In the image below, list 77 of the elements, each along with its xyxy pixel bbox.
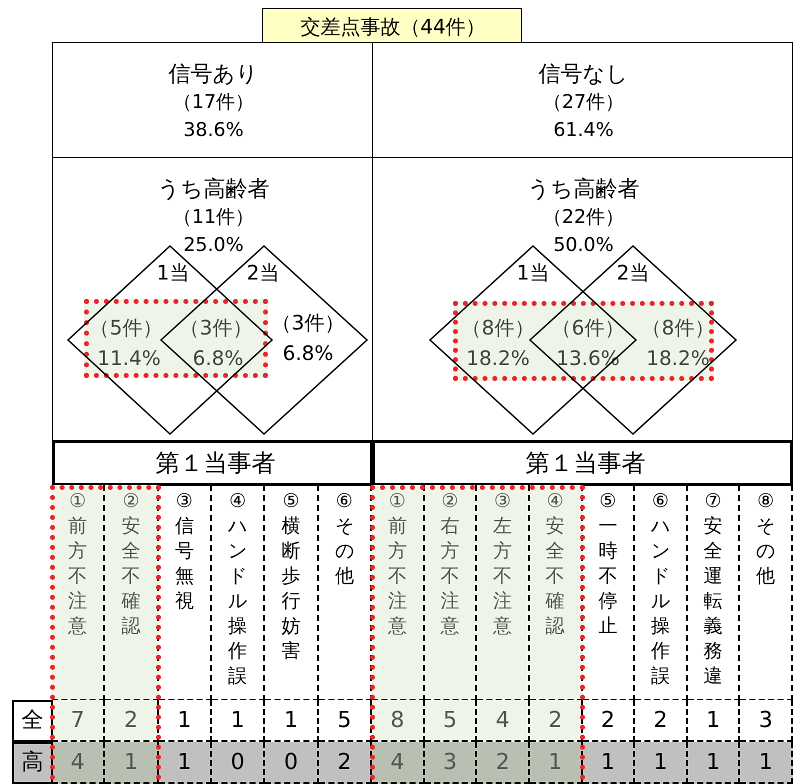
set-label: 2当 [616,260,650,286]
region-value: （3件） [180,314,252,342]
count-cell: 4 [477,700,530,742]
heading-text: ④安全不確認 [545,489,566,639]
count-cell: 1 [158,700,212,742]
count-cell: 3 [424,742,478,784]
count-cell: 8 [372,700,425,742]
count-cell: 1 [265,700,319,742]
set-label: 1当 [156,260,190,286]
region-value: 18.2% [466,346,530,370]
count-text: 38.6% [183,119,244,141]
count-cell: 2 [477,742,530,784]
count-cell: 1 [740,742,793,784]
count-cell: 2 [318,742,372,784]
count-cell: 1 [582,742,636,784]
count-cell: 2 [530,700,582,742]
count-cell: 2 [635,700,688,742]
count-cell: 1 [688,742,740,784]
count-cell: 5 [424,700,478,742]
count-cell: 2 [582,700,636,742]
set-label: 1当 [516,260,550,286]
heading-text: ③左方不注意 [492,489,513,639]
region-value: 6.8% [192,346,244,370]
category-heading: うち高齢者 [528,176,640,204]
count-cell: 1 [212,700,266,742]
count-text: （27件） [542,90,624,115]
count-cell: 5 [318,700,372,742]
category-heading: 信号なし [538,61,628,89]
heading-text: ③信号無視 [174,489,194,614]
region-value: （8件） [642,314,714,342]
count-cell: 1 [105,742,159,784]
count-cell: 3 [740,700,793,742]
count-cell: 1 [635,742,688,784]
row-heading: 高 [12,742,53,784]
count-cell: 1 [158,742,212,784]
count-cell: 4 [52,742,106,784]
title-box [262,8,522,43]
heading-text: ⑧その他 [756,489,776,589]
heading-text: ⑥ハンドル操作誤 [650,489,670,689]
heading-text: ②安全不確認 [120,489,141,639]
highlight-frame [453,301,714,381]
set-label: 2当 [246,260,280,286]
region-value: 18.2% [646,346,710,370]
title-text: 交差点事故（44件） [300,13,486,40]
region-value: （5件） [90,314,162,342]
region-value: （3件） [272,310,344,336]
count-text: 61.4% [553,119,614,141]
count-text: 50.0% [553,234,614,256]
count-cell: 4 [372,742,425,784]
heading-text: ①前方不注意 [68,489,88,639]
region-value: （6件） [552,314,624,342]
heading-text: ⑤一時不停止 [598,489,618,639]
highlight-frame [84,299,268,378]
count-cell: 0 [265,742,319,784]
heading-text: ①前方不注意 [387,489,408,639]
count-text: （11件） [172,205,254,230]
region-value: 11.4% [97,346,161,370]
count-cell: 0 [212,742,266,784]
heading-text: ②右方不注意 [440,489,460,639]
category-heading: うち高齢者 [158,176,270,204]
count-cell: 2 [105,700,159,742]
group-heading: 第１当事者 [526,448,646,479]
region-value: （8件） [462,314,534,342]
group-heading: 第１当事者 [156,448,276,479]
heading-text: ⑦安全運転義務違 [703,489,724,689]
heading-text: ④ハンドル操作誤 [228,489,248,689]
row-heading: 全 [12,700,53,742]
region-value: 6.8% [282,341,334,365]
count-text: （22件） [542,205,624,230]
heading-text: ⑥その他 [334,489,354,589]
category-heading: 信号あり [168,61,258,89]
count-cell: 1 [688,700,740,742]
count-text: 25.0% [183,234,244,256]
heading-text: ⑤横断歩行妨害 [280,489,301,664]
count-cell: 7 [52,700,106,742]
count-cell: 1 [530,742,582,784]
count-text: （17件） [172,90,254,115]
